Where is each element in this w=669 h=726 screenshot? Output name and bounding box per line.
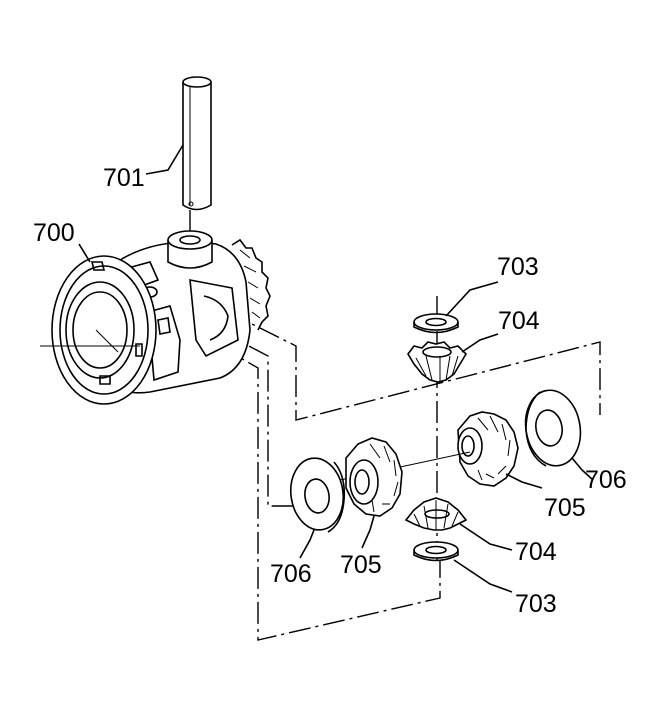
pinion-shaft-701	[182, 76, 212, 211]
callout-703-top: 703	[497, 253, 539, 281]
side-gear-705-right	[457, 411, 519, 487]
callout-706-left: 706	[270, 560, 312, 588]
leader-lines	[78, 144, 594, 593]
callout-706-right: 706	[585, 466, 627, 494]
thrust-washer-706-right	[524, 389, 582, 467]
callout-703-bottom: 703	[515, 590, 557, 618]
side-gear-705-left	[345, 437, 403, 517]
pinion-gear-704-bottom	[404, 497, 468, 531]
pinion-gear-704-top	[407, 341, 468, 383]
thrust-washer-706-left	[289, 457, 346, 533]
callout-704-bottom: 704	[515, 538, 557, 566]
callout-700: 700	[33, 219, 75, 247]
thrust-washer-703-top	[413, 313, 459, 334]
thrust-washer-703-bottom	[413, 541, 459, 562]
callout-705-right: 705	[544, 494, 586, 522]
callout-labels: 701 700 703 704 706 705 706 705 704 703	[33, 164, 627, 618]
callout-701: 701	[103, 164, 145, 192]
callout-705-left: 705	[340, 551, 382, 579]
differential-case-700	[40, 230, 271, 405]
callout-704-top: 704	[498, 307, 540, 335]
